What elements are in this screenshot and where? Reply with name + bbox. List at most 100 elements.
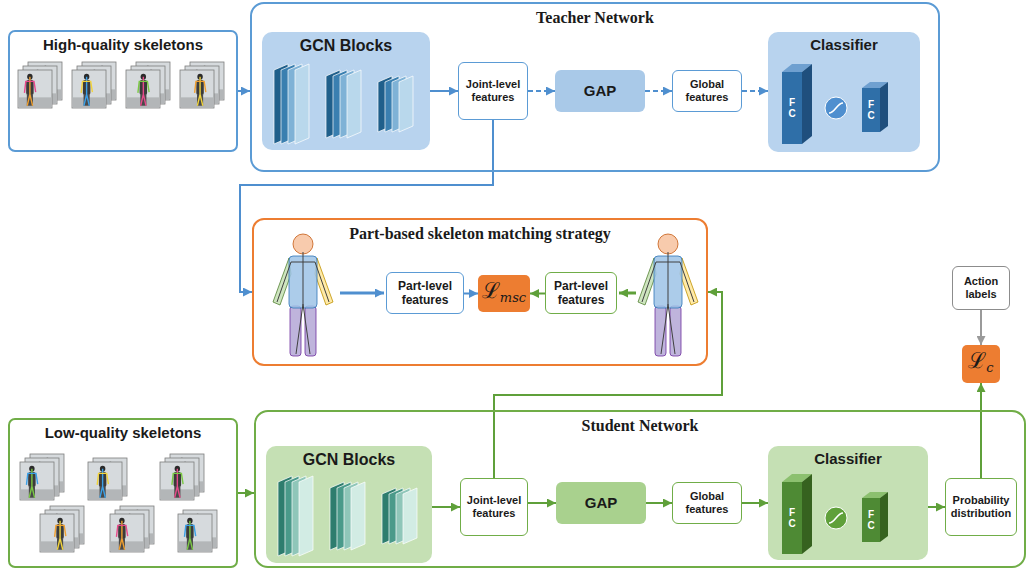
person-body: [42, 72, 49, 87]
person-legs: [140, 94, 146, 105]
video-frame: [178, 514, 212, 552]
skeleton-overlay: [172, 473, 183, 484]
skeleton-overlay: [108, 465, 113, 494]
panel-title: Teacher Network: [536, 8, 654, 27]
person-head: [37, 462, 42, 468]
floor: [181, 97, 214, 107]
skeleton-overlay: [132, 517, 143, 528]
video-frame: [190, 62, 224, 100]
gcn-block: GCN Blocks: [262, 32, 430, 150]
person-body: [147, 76, 154, 91]
box-label: Joint-level features: [464, 494, 524, 520]
floor: [191, 89, 224, 99]
person-body: [194, 520, 201, 535]
connector-arrow: [928, 506, 945, 508]
gcn-layer-slab: [295, 64, 309, 144]
skeleton-overlay: [45, 461, 50, 490]
skeleton-overlay: [187, 521, 192, 550]
person-body: [126, 520, 133, 535]
skeleton-overlay: [148, 73, 153, 102]
floor: [137, 89, 170, 99]
video-frame: [20, 462, 54, 500]
skeleton-overlay: [26, 473, 37, 484]
fc-layer: [862, 498, 880, 542]
flow-arrow: [340, 292, 384, 295]
gcn-layer-slab: [347, 70, 361, 138]
floor: [46, 537, 79, 547]
person-head: [92, 70, 97, 76]
floor: [186, 93, 219, 103]
skeleton-overlay: [135, 513, 140, 542]
floor: [132, 93, 165, 103]
connector-arrow: [432, 506, 460, 508]
person-body: [134, 516, 141, 531]
panel-title: Student Network: [582, 416, 699, 435]
skeleton-overlay: [127, 517, 132, 546]
gcn-block: GCN Blocks: [266, 446, 432, 563]
gcn-layer-slab: [278, 476, 292, 556]
panel-title: Part-based skeleton matching strategy: [349, 224, 611, 243]
person-body: [107, 468, 114, 483]
fc-layer-side: [880, 492, 888, 542]
person-legs: [99, 86, 105, 97]
floor: [179, 541, 212, 551]
person-head: [145, 66, 150, 72]
skeleton-overlay: [191, 77, 202, 88]
box-label: Part-level features: [549, 279, 613, 308]
person-body: [193, 76, 200, 91]
person-body: [53, 520, 60, 535]
floor: [121, 533, 154, 543]
skeleton-overlay: [180, 469, 191, 480]
skeleton-overlay: [55, 525, 66, 536]
feature-box: Global features: [672, 70, 742, 112]
skeleton-overlay: [42, 465, 53, 476]
person-legs: [127, 534, 133, 545]
person-head: [148, 70, 153, 76]
floor: [171, 481, 204, 491]
connector-arrow: [645, 90, 672, 92]
label-box: Action labels: [952, 266, 1010, 310]
connector-arrow: [528, 90, 555, 92]
connector-arrow: [238, 90, 250, 92]
gcn-layer-slab: [399, 76, 413, 132]
skeleton-overlay: [92, 73, 97, 102]
person-legs: [100, 486, 106, 497]
body-part-head: [658, 234, 678, 254]
video-frame: [28, 62, 62, 100]
connector-arrow: [238, 492, 254, 494]
person-body: [36, 468, 43, 483]
person-body: [186, 524, 193, 539]
person-head: [127, 514, 132, 520]
person-legs: [179, 478, 185, 489]
output-box: Probability distribution: [945, 478, 1017, 536]
gcn-layer-slab: [392, 76, 406, 132]
person-legs: [27, 94, 33, 105]
person-head: [141, 74, 146, 80]
skeleton-overlay: [197, 77, 202, 106]
person-body: [28, 472, 35, 487]
video-frame: [131, 66, 165, 104]
person-head: [182, 462, 187, 468]
connector-arrow: [646, 502, 672, 504]
person-body: [26, 80, 33, 95]
person-head: [197, 74, 202, 80]
person-legs: [35, 90, 41, 101]
floor: [19, 97, 52, 107]
person-legs: [145, 86, 151, 97]
body-part-arm: [680, 258, 698, 305]
video-frame: [25, 458, 59, 496]
feature-box: Joint-level features: [460, 478, 528, 536]
video-frame: [72, 70, 106, 108]
skeleton-overlay: [141, 77, 146, 106]
skeleton-overlay: [51, 521, 62, 532]
skeleton-lines: [642, 252, 694, 354]
gcn-layer-slab: [389, 488, 403, 544]
connector-arrow: [742, 90, 768, 92]
video-frame: [88, 462, 122, 500]
skeleton-overlay: [175, 469, 180, 498]
feature-box: Part-level features: [386, 272, 464, 314]
person-head: [45, 458, 50, 464]
gcn-layer-slab: [382, 488, 396, 544]
gcn-layer-slab: [396, 488, 410, 544]
skeleton-overlay: [43, 69, 48, 98]
